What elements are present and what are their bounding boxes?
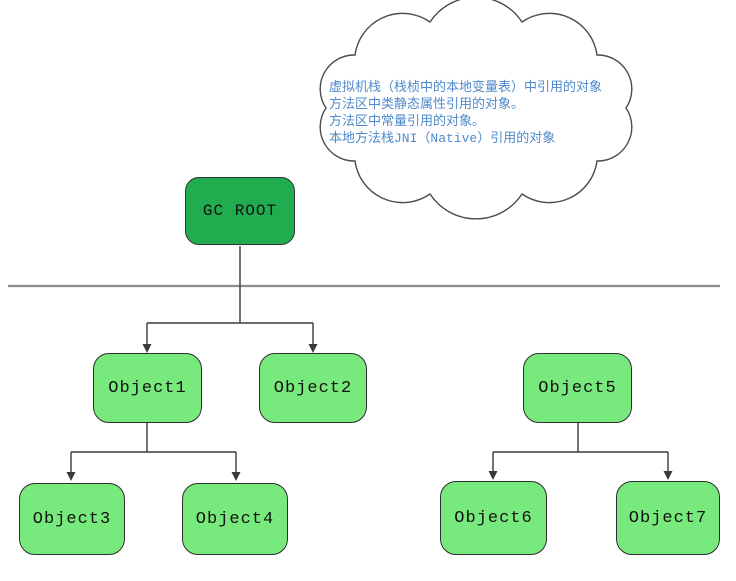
arrowhead-object7 [663,471,673,480]
cloud-note-line-2: 方法区中类静态属性引用的对象。 [329,97,525,112]
connector-object5-to-object6-object7 [492,423,669,471]
arrowhead-object4 [231,472,241,481]
arrowhead-object3 [66,472,76,481]
arrowhead-object6 [488,471,498,480]
connector-object1-to-object3-object4 [70,423,237,472]
cloud-note-line-1: 虚拟机栈（栈桢中的本地变量表）中引用的对象 [329,80,603,95]
node-object6: Object6 [440,481,547,555]
cloud-note: 虚拟机栈（栈桢中的本地变量表）中引用的对象 方法区中类静态属性引用的对象。 方法… [329,79,631,147]
arrowhead-object1 [142,344,152,353]
cloud-note-line-4: 本地方法栈JNI（Native）引用的对象 [329,131,556,146]
node-object4: Object4 [182,483,288,555]
arrowhead-object2 [308,344,318,353]
cloud-shape [319,0,633,220]
node-object2: Object2 [259,353,367,423]
node-object3: Object3 [19,483,125,555]
node-object1: Object1 [93,353,202,423]
node-gc-root: GC ROOT [185,177,295,245]
node-object7: Object7 [616,481,720,555]
cloud-note-line-3: 方法区中常量引用的对象。 [329,114,486,129]
connector-root-to-object1-object2 [146,246,314,344]
node-object5: Object5 [523,353,632,423]
